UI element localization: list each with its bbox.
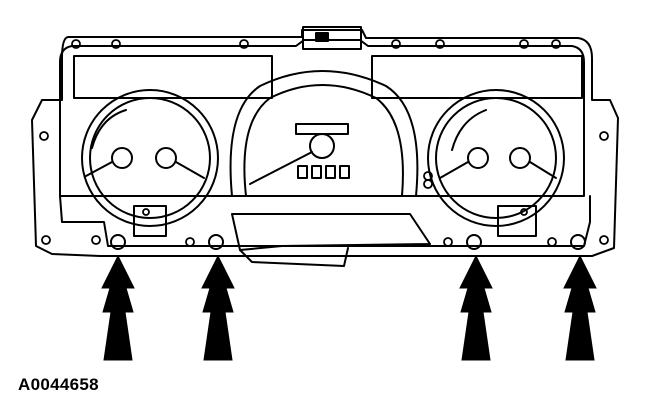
arrow-nut-3 [459, 254, 493, 361]
left-gauge-scale [91, 109, 127, 149]
rear-connector-housing [239, 247, 349, 267]
top-center-tab [302, 26, 362, 50]
left-gauge-hub-2 [155, 147, 177, 169]
upper-right-window [371, 55, 583, 99]
indicator-lamps [297, 165, 350, 179]
screw-holes [39, 39, 609, 247]
bracket-right [497, 205, 537, 237]
mounting-nut-3 [466, 234, 482, 250]
speedometer-outer [229, 70, 419, 197]
right-gauge-hub-1 [467, 147, 489, 169]
right-gauge-hub-2 [509, 147, 531, 169]
top-tab-clip [315, 32, 329, 42]
arrow-nut-1 [101, 254, 135, 361]
mounting-nut-2 [208, 234, 224, 250]
arrow-nut-4 [563, 254, 597, 361]
speedometer-inner [243, 84, 404, 197]
odometer-window [295, 123, 349, 135]
mounting-nut-1 [110, 234, 126, 250]
right-gauge-needle-1 [439, 161, 469, 179]
right-gauge-ring [435, 97, 557, 219]
cluster-housing [31, 29, 619, 257]
left-gauge-needle-2 [175, 161, 205, 179]
bracket-left [133, 205, 167, 237]
left-gauge-needle-1 [85, 161, 113, 177]
upper-left-window [73, 55, 273, 99]
figure-id-label: A0044658 [18, 375, 99, 394]
right-gauge-outer [427, 89, 565, 227]
lower-housing [59, 195, 591, 247]
cluster-inner-bezel [59, 39, 585, 197]
speedometer-needle [249, 151, 313, 185]
center-recess [231, 213, 431, 251]
right-gauge-needle-2 [529, 161, 557, 179]
arrow-nut-2 [201, 254, 235, 361]
right-gauge-scale [451, 109, 487, 151]
left-gauge-hub-1 [111, 147, 133, 169]
left-gauge-outer [81, 89, 219, 227]
speedometer-hub [309, 133, 335, 159]
left-gauge-ring [89, 97, 211, 219]
mounting-nut-4 [570, 234, 586, 250]
